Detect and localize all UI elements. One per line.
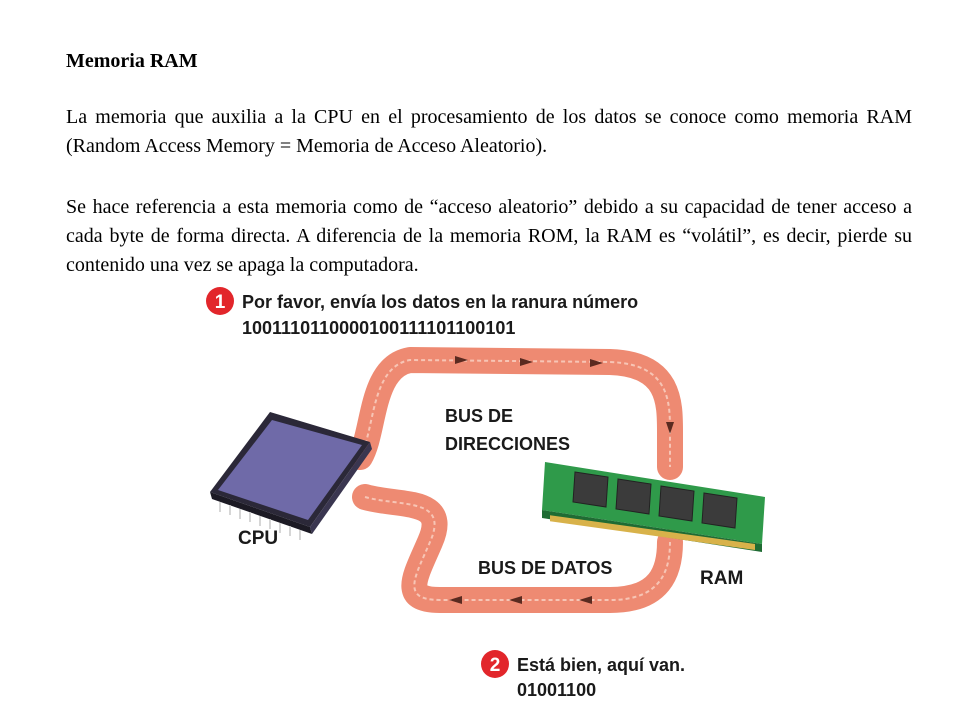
ram-module (542, 462, 765, 552)
arrow-left-icon (509, 596, 522, 604)
ram-bus-diagram: 1 Por favor, envía los datos en la ranur… (200, 282, 780, 706)
cpu-chip (210, 412, 372, 540)
page-title: Memoria RAM (66, 50, 198, 72)
paragraph-random-access: Se hace referencia a esta memoria como d… (66, 196, 912, 276)
step-2-badge (481, 650, 509, 678)
arrow-right-icon (455, 356, 468, 364)
paragraph-intro: La memoria que auxilia a la CPU en el pr… (66, 106, 912, 157)
address-bus-label: BUS DE (445, 406, 513, 426)
step-1-message: Por favor, envía los datos en la ranura … (242, 292, 638, 312)
step-2-data: 01001100 (517, 680, 596, 700)
arrow-down-icon (666, 422, 674, 434)
address-bus-label: DIRECCIONES (445, 434, 570, 454)
data-bus-label: BUS DE DATOS (478, 558, 612, 578)
cpu-label: CPU (238, 528, 278, 549)
step-1-number: 1 (215, 292, 226, 313)
arrow-left-icon (579, 596, 592, 604)
ram-label: RAM (700, 568, 743, 589)
step-1-address: 1001110110000100111101100101 (242, 318, 515, 338)
arrow-right-icon (520, 358, 533, 366)
step-2-number: 2 (490, 655, 501, 676)
arrow-left-icon (449, 596, 462, 604)
step-1-badge (206, 287, 234, 315)
arrow-right-icon (590, 359, 603, 367)
step-2-message: Está bien, aquí van. (517, 655, 685, 675)
